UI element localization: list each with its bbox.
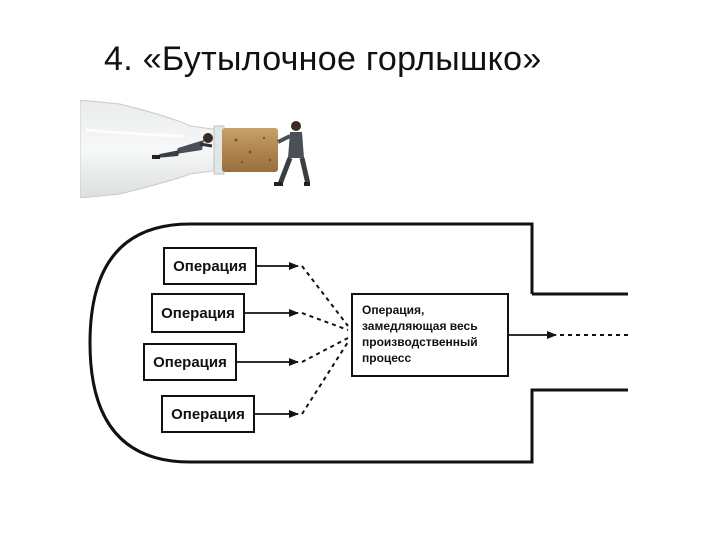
businessman-pulling	[274, 121, 310, 186]
operation-box-1: Операция	[163, 247, 257, 285]
operation-box-4: Операция	[161, 395, 255, 433]
svg-text:Операция,: Операция,	[362, 303, 424, 317]
businessman-pushing	[152, 133, 213, 159]
bottle-cork-photo	[80, 100, 310, 198]
slide-title: 4. «Бутылочное горлышко»	[104, 40, 542, 78]
svg-text:Операция: Операция	[161, 305, 235, 322]
operation-box-2: Операция	[151, 293, 245, 333]
svg-text:процесс: процесс	[362, 351, 411, 365]
dashed-connectors	[301, 265, 349, 415]
operation-box-3: Операция	[143, 343, 237, 381]
svg-text:Операция: Операция	[171, 406, 245, 423]
bottle-outline	[88, 222, 628, 464]
bottleneck-operation-box: Операция, замедляющая весь производствен…	[351, 293, 509, 377]
svg-text:замедляющая весь: замедляющая весь	[362, 319, 478, 333]
svg-text:производственный: производственный	[362, 335, 478, 349]
svg-text:Операция: Операция	[153, 354, 227, 371]
svg-text:Операция: Операция	[173, 258, 247, 275]
bottleneck-diagram: Операция Операция Операция Операция Опер…	[88, 222, 630, 464]
